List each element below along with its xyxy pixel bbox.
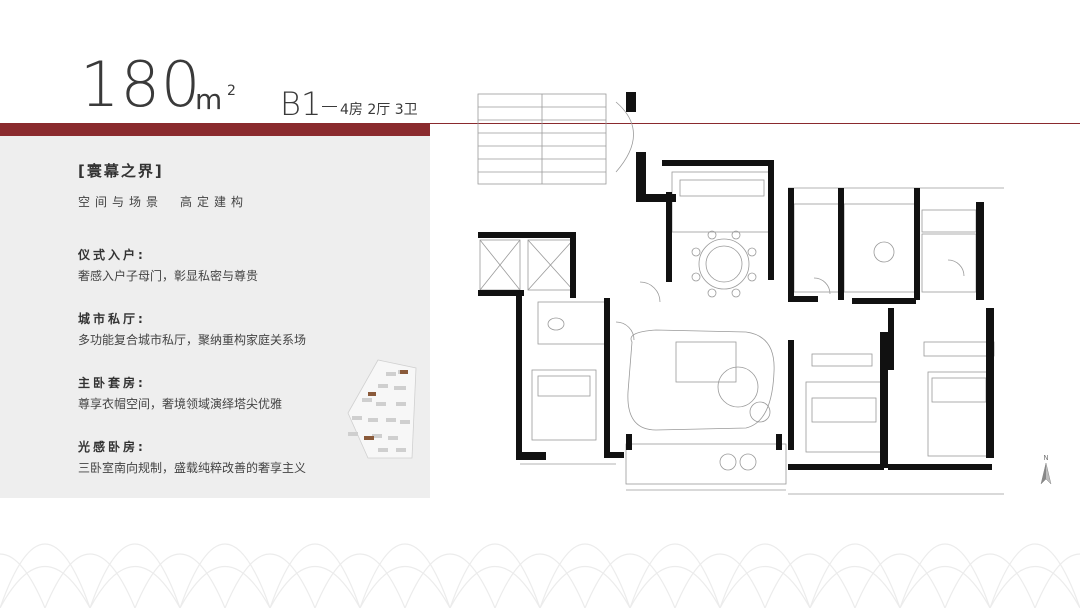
unit-layout: 4房 2厅 3卫 <box>340 102 418 118</box>
section-subtitle: 空间与场景 高定建构 <box>78 195 249 209</box>
feature-desc-bedrooms: 三卧室南向规制，盛载纯粹改善的奢享主义 <box>78 461 307 475</box>
site-plan-icon <box>347 359 417 459</box>
section-title: [寰幕之界] <box>78 162 164 180</box>
north-arrow-icon: N <box>1040 454 1052 485</box>
unit-type-dash <box>322 106 337 107</box>
feature-desc-living: 多功能复合城市私厅，聚纳重构家庭关系场 <box>78 333 307 347</box>
area-value: 180 <box>80 48 202 121</box>
floor-plan-drawing <box>477 92 1004 495</box>
arch-pattern-background <box>0 543 1080 608</box>
info-panel <box>0 136 430 498</box>
area-unit-superscript: 2 <box>227 83 236 99</box>
area-unit: m <box>195 83 223 116</box>
feature-heading-master: 主卧套房: <box>78 376 146 390</box>
feature-heading-living: 城市私厅: <box>78 312 146 326</box>
unit-type-code: B1 <box>280 85 322 123</box>
feature-desc-master: 尊享衣帽空间，奢境领域演绎塔尖优雅 <box>78 397 283 411</box>
accent-bar <box>0 123 430 136</box>
feature-heading-bedrooms: 光感卧房: <box>78 440 146 454</box>
feature-desc-entry: 奢感入户子母门，彰显私密与尊贵 <box>78 269 259 283</box>
compass-label: N <box>1043 454 1048 462</box>
feature-heading-entry: 仪式入户: <box>78 248 146 262</box>
header-divider-line <box>0 123 1080 124</box>
